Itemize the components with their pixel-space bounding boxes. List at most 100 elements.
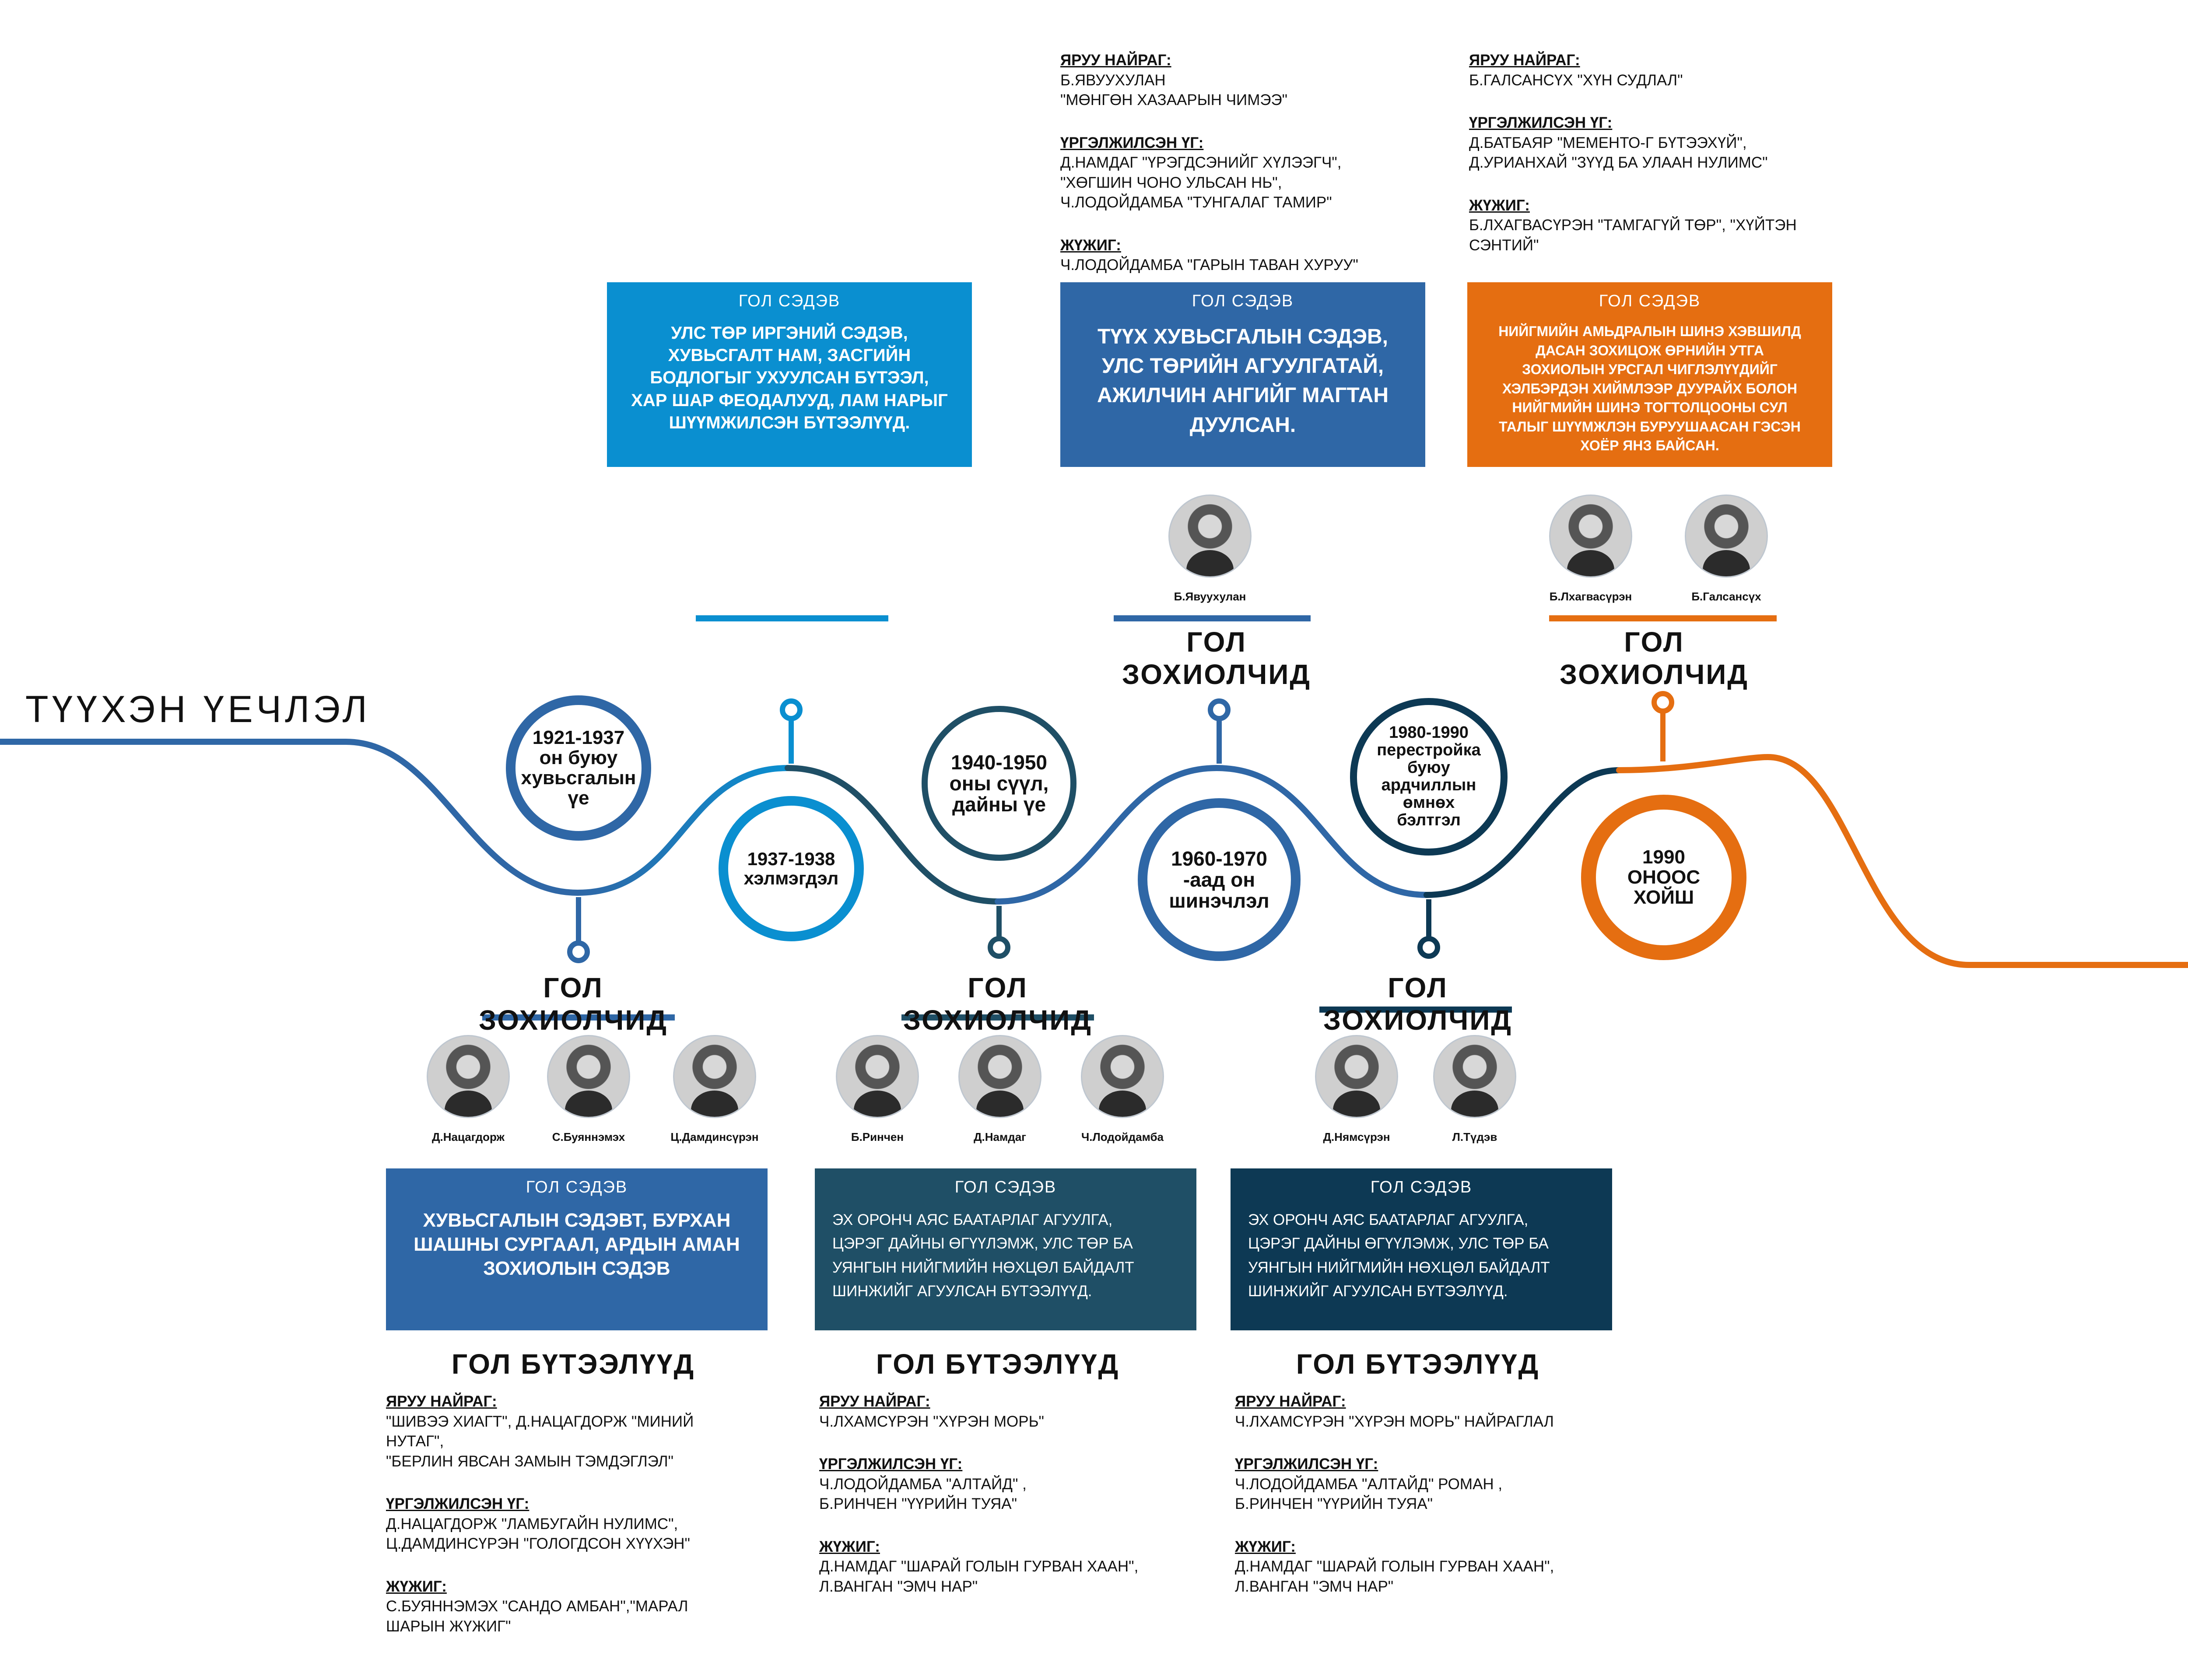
portrait-photo — [427, 1035, 510, 1118]
path-seg-5 — [1213, 765, 1430, 898]
era-label-1: 1921-1937 он буюу хувьсгалын үе — [521, 726, 636, 809]
works-list-1960: ЯРУУ НАЙРАГ:Б.ЯВУУХУЛАН "МӨНГӨН ХАЗААРЫН… — [1060, 50, 1445, 298]
writers-heading: ГОЛ ЗОХИОЛЧИД — [479, 972, 668, 1036]
theme-box-1980: ГОЛ СЭДЭВ ЭХ ОРОНЧ АЯС БААТАРЛАГ АГУУЛГА… — [1231, 1168, 1612, 1330]
theme-text: УЛС ТӨР ИРГЭНИЙ СЭДЭВ, ХУВЬСГАЛТ НАМ, ЗА… — [631, 323, 948, 432]
era-ring-4 — [1138, 798, 1301, 961]
portrait-photo — [1685, 495, 1768, 578]
stem-dot-6 — [1652, 691, 1674, 714]
path-seg-6 — [1424, 767, 1622, 898]
portrait-photo — [958, 1035, 1041, 1118]
theme-box-1990: ГОЛ СЭДЭВ НИЙГМИЙН АМЬДРАЛЫН ШИНЭ ХЭВШИЛ… — [1467, 282, 1832, 467]
era-label-4: 1960-1970 -аад он шинэчлэл — [1169, 847, 1269, 912]
writer-namdag: Д.Намдаг — [945, 1035, 1055, 1144]
theme-label: ГОЛ СЭДЭВ — [1370, 1178, 1473, 1196]
theme-box-1921: ГОЛ СЭДЭВ ХУВЬСГАЛЫН СЭДЭВТ, БУРХАН ШАШН… — [386, 1168, 768, 1330]
path-seg-2 — [575, 765, 791, 896]
works-group: ЯРУУ НАЙРАГ:Ч.ЛХАМСҮРЭН "ХҮРЭН МОРЬ" НАЙ… — [1235, 1393, 1554, 1430]
theme-text: ХУВЬСГАЛЫН СЭДЭВТ, БУРХАН ШАШНЫ СУРГААЛ,… — [414, 1210, 740, 1279]
stem-dot-5 — [1417, 936, 1440, 959]
path-seg-4 — [995, 765, 1220, 905]
theme-box-1940: ГОЛ СЭДЭВ ЭХ ОРОНЧ АЯС БААТАРЛАГ АГУУЛГА… — [815, 1168, 1196, 1330]
portrait-photo — [1549, 495, 1632, 578]
theme-box-1960: ГОЛ СЭДЭВ ТҮҮХ ХУВЬСГАЛЫН СЭДЭВ, УЛС ТӨР… — [1060, 282, 1425, 467]
underline-bar-bottom-3 — [1319, 1007, 1512, 1013]
theme-label: ГОЛ СЭДЭВ — [1192, 292, 1294, 310]
theme-label: ГОЛ СЭДЭВ — [1599, 292, 1701, 310]
era-label-2: 1937-1938 хэлмэгдэл — [743, 848, 839, 888]
works-group: ҮРГЭЛЖИЛСЭН ҮГ:Д.БАТБАЯР "МЕМЕНТО-Г БҮТЭ… — [1469, 114, 1768, 171]
portrait-photo — [673, 1035, 756, 1118]
works-group: ЯРУУ НАЙРАГ:Б.ГАЛСАНСҮХ "ХҮН СУДЛАЛ" — [1469, 52, 1683, 89]
works-list-1940: ЯРУУ НАЙРАГ:Ч.ЛХАМСҮРЭН "ХҮРЭН МОРЬ" ҮРГ… — [819, 1392, 1222, 1619]
writer-nyamsuren: Д.Нямсүрэн — [1302, 1035, 1411, 1144]
writer-tudev: Л.Түдэв — [1420, 1035, 1529, 1144]
works-group: ҮРГЭЛЖИЛСЭН ҮГ:Ч.ЛОДОЙДАМБА "АЛТАЙД" РОМ… — [1235, 1456, 1503, 1512]
underline-bar-top-2 — [1114, 615, 1311, 621]
underline-bar-bottom-2 — [901, 1014, 1094, 1021]
theme-box-1937: ГОЛ СЭДЭВ УЛС ТӨР ИРГЭНИЙ СЭДЭВ, ХУВЬСГА… — [607, 282, 972, 467]
writers-heading: ГОЛ ЗОХИОЛЧИД — [1122, 626, 1311, 690]
era-label-5: 1980-1990 перестройка буюу ардчиллын өмн… — [1377, 723, 1481, 829]
portrait-photo — [1315, 1035, 1398, 1118]
portrait-photo — [547, 1035, 630, 1118]
era-ring-5 — [1350, 698, 1508, 856]
works-group: ЖҮЖИГ:Ч.ЛОДОЙДАМБА "ГАРЫН ТАВАН ХУРУУ" — [1060, 236, 1358, 274]
works-list-1990: ЯРУУ НАЙРАГ:Б.ГАЛСАНСҮХ "ХҮН СУДЛАЛ" ҮРГ… — [1469, 50, 1854, 278]
path-seg-3 — [785, 765, 1001, 905]
era-ring-6 — [1581, 795, 1746, 960]
works-group: ЯРУУ НАЙРАГ:Ч.ЛХАМСҮРЭН "ХҮРЭН МОРЬ" — [819, 1393, 1044, 1430]
works-group: ЯРУУ НАЙРАГ:Б.ЯВУУХУЛАН "МӨНГӨН ХАЗААРЫН… — [1060, 52, 1288, 109]
writer-galsansukh: Б.Галсансүх — [1672, 495, 1781, 603]
theme-label: ГОЛ СЭДЭВ — [954, 1178, 1057, 1196]
theme-text: ЭХ ОРОНЧ АЯС БААТАРЛАГ АГУУЛГА, ЦЭРЭГ ДА… — [1248, 1211, 1550, 1300]
era-label-6: 1990 ОНООС ХОЙШ — [1627, 846, 1701, 908]
works-group: ҮРГЭЛЖИЛСЭН ҮГ:Д.НАЦАГДОРЖ "ЛАМБУГАЙН НУ… — [386, 1495, 690, 1552]
writer-buyannemekh: С.Буяннэмэх — [534, 1035, 643, 1144]
underline-bar-top-1 — [696, 615, 888, 621]
writers-heading: ГОЛ ЗОХИОЛЧИД — [1560, 626, 1749, 690]
writer-lodoidamba: Ч.Лодойдамба — [1068, 1035, 1177, 1144]
writer-rinchen: Б.Ринчен — [823, 1035, 932, 1144]
works-group: ЖҮЖИГ:Б.ЛХАГВАСҮРЭН "ТАМГАГҮЙ ТӨР", "ХҮЙ… — [1469, 196, 1797, 254]
era-ring-2 — [719, 796, 864, 941]
writer-yavuukhulan: Б.Явуухулан — [1155, 495, 1265, 603]
works-heading: ГОЛ БҮТЭЭЛҮҮД — [876, 1348, 1120, 1380]
writers-heading: ГОЛ ЗОХИОЛЧИД — [1323, 972, 1512, 1036]
works-group: ҮРГЭЛЖИЛСЭН ҮГ:Ч.ЛОДОЙДАМБА "АЛТАЙД" , Б… — [819, 1456, 1027, 1512]
stem-dot-4 — [1208, 698, 1231, 721]
portrait-photo — [1433, 1035, 1516, 1118]
underline-bar-bottom-1 — [482, 1014, 675, 1021]
stem-dot-1 — [567, 940, 590, 963]
underline-bar-top-3 — [1549, 615, 1777, 621]
theme-label: ГОЛ СЭДЭВ — [526, 1178, 628, 1196]
writers-heading: ГОЛ ЗОХИОЛЧИД — [903, 972, 1092, 1036]
portrait-photo — [836, 1035, 919, 1118]
portrait-photo — [1081, 1035, 1164, 1118]
path-seg-7 — [1616, 754, 2188, 968]
theme-text: ТҮҮХ ХУВЬСГАЛЫН СЭДЭВ, УЛС ТӨРИЙН АГУУЛГ… — [1097, 325, 1389, 437]
works-list-1980: ЯРУУ НАЙРАГ:Ч.ЛХАМСҮРЭН "ХҮРЭН МОРЬ" НАЙ… — [1235, 1392, 1637, 1619]
era-ring-1 — [506, 695, 651, 841]
theme-label: ГОЛ СЭДЭВ — [738, 292, 841, 310]
works-heading: ГОЛ БҮТЭЭЛҮҮД — [1296, 1348, 1540, 1380]
era-label-3: 1940-1950 оны сүүл, дайны үе — [949, 751, 1049, 816]
era-ring-3 — [922, 706, 1076, 861]
writer-damdinsuren: Ц.Дамдинсүрэн — [660, 1035, 769, 1144]
portrait-photo — [1168, 495, 1252, 578]
works-list-1921: ЯРУУ НАЙРАГ:"ШИВЭЭ ХИАГТ", Д.НАЦАГДОРЖ "… — [386, 1392, 789, 1659]
writer-natsagdorj: Д.Нацагдорж — [414, 1035, 523, 1144]
works-heading: ГОЛ БҮТЭЭЛҮҮД — [451, 1348, 695, 1380]
works-group: ЖҮЖИГ:С.БУЯННЭМЭХ "САНДО АМБАН","МАРАЛ Ш… — [386, 1578, 688, 1635]
works-group: ЯРУУ НАЙРАГ:"ШИВЭЭ ХИАГТ", Д.НАЦАГДОРЖ "… — [386, 1393, 694, 1470]
works-group: ҮРГЭЛЖИЛСЭН ҮГ:Д.НАМДАГ "ҮРЭГДСЭНИЙГ ХҮЛ… — [1060, 134, 1342, 211]
theme-text: ЭХ ОРОНЧ АЯС БААТАРЛАГ АГУУЛГА, ЦЭРЭГ ДА… — [832, 1211, 1134, 1300]
works-group: ЖҮЖИГ:Д.НАМДАГ "ШАРАЙ ГОЛЫН ГУРВАН ХААН"… — [819, 1538, 1139, 1595]
page-title: ТҮҮХЭН ҮЕЧЛЭЛ — [25, 688, 371, 730]
works-group: ЖҮЖИГ:Д.НАМДАГ "ШАРАЙ ГОЛЫН ГУРВАН ХААН"… — [1235, 1538, 1554, 1595]
theme-text: НИЙГМИЙН АМЬДРАЛЫН ШИНЭ ХЭВШИЛД ДАСАН ЗО… — [1498, 323, 1801, 454]
path-seg-1 — [0, 739, 581, 896]
writer-lkhagvasuren: Б.Лхагвасүрэн — [1536, 495, 1645, 603]
